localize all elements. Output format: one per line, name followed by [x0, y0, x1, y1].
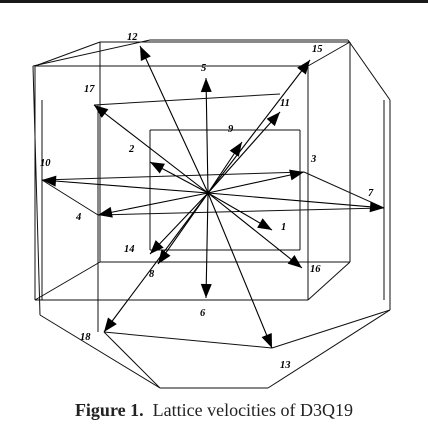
- velocity-4-arrowhead: [98, 206, 113, 218]
- figure-label: Figure 1.: [74, 400, 144, 420]
- velocity-18-arrowhead: [104, 317, 117, 332]
- velocity-16-shaft: [207, 192, 303, 269]
- velocity-label: 10: [40, 158, 51, 169]
- velocity-11-shaft: [207, 111, 281, 194]
- velocity-label: 5: [201, 63, 206, 74]
- velocity-label: 15: [312, 44, 323, 55]
- velocity-label: 2: [128, 144, 135, 155]
- lattice-edge: [271, 309, 391, 349]
- velocity-13-shaft: [207, 192, 273, 349]
- velocity-label: 8: [149, 269, 155, 280]
- lattice-edge: [34, 261, 101, 301]
- velocity-8-arrowhead: [158, 249, 171, 264]
- velocity-17-shaft: [93, 104, 209, 194]
- velocity-17-arrowhead: [94, 105, 109, 118]
- velocity-1-arrowhead: [257, 218, 272, 230]
- lattice-edge: [41, 179, 99, 216]
- velocity-label: 9: [228, 124, 234, 135]
- lattice-edge: [103, 331, 161, 389]
- velocity-12-arrowhead: [140, 46, 151, 62]
- velocity-label: 7: [368, 188, 374, 199]
- lattice-edge: [307, 261, 351, 301]
- velocity-6-arrowhead: [200, 283, 212, 298]
- velocity-14-arrowhead: [150, 240, 164, 254]
- lattice-edge: [32, 39, 151, 67]
- velocity-vectors: [41, 45, 385, 349]
- velocity-5-arrowhead: [200, 78, 212, 93]
- velocity-13-arrowhead: [261, 332, 272, 348]
- velocity-5-shaft: [205, 77, 209, 194]
- velocity-7-shaft: [207, 192, 385, 209]
- velocity-3-shaft: [207, 171, 305, 194]
- lattice-edge: [103, 331, 273, 349]
- velocity-15-arrowhead: [297, 60, 310, 75]
- top-rule: [0, 0, 428, 3]
- velocity-label: 13: [280, 360, 291, 371]
- figure-caption-text: Lattice velocities of D3Q19: [152, 400, 354, 420]
- figure-caption: Figure 1. Lattice velocities of D3Q19: [0, 400, 428, 421]
- velocity-label: 6: [200, 308, 206, 319]
- velocity-14-shaft: [149, 192, 209, 255]
- lattice-edge: [32, 65, 41, 316]
- velocity-label: 17: [84, 84, 95, 95]
- lattice-edge: [34, 41, 101, 67]
- velocity-label: 18: [80, 332, 91, 343]
- velocity-4-shaft: [97, 192, 209, 216]
- velocity-12-shaft: [139, 45, 209, 194]
- velocity-3-arrowhead: [289, 169, 304, 181]
- velocity-15-shaft: [207, 59, 311, 194]
- lattice-edge: [93, 93, 281, 106]
- velocity-label: 14: [124, 244, 135, 255]
- velocity-label: 1: [281, 222, 286, 233]
- lattice-edge: [347, 39, 391, 101]
- velocity-11-arrowhead: [266, 112, 280, 127]
- lattice-edge: [307, 41, 351, 67]
- lattice-edge: [41, 171, 305, 181]
- velocity-10-arrowhead: [42, 175, 57, 187]
- velocity-label: 12: [127, 32, 138, 43]
- velocity-label: 16: [310, 264, 321, 275]
- velocity-label: 11: [280, 98, 290, 109]
- velocity-16-arrowhead: [287, 254, 302, 268]
- velocity-18-shaft: [103, 192, 209, 333]
- velocity-7-arrowhead: [369, 201, 384, 213]
- velocity-2-arrowhead: [150, 162, 165, 174]
- velocity-label: 4: [75, 212, 81, 223]
- velocity-9-arrowhead: [229, 142, 242, 157]
- velocity-10-shaft: [41, 179, 209, 194]
- velocity-6-shaft: [205, 192, 209, 299]
- lattice-edge: [267, 309, 391, 389]
- lattice-edge: [39, 314, 161, 389]
- velocity-label: 3: [310, 154, 316, 165]
- cube-edges: [32, 39, 391, 389]
